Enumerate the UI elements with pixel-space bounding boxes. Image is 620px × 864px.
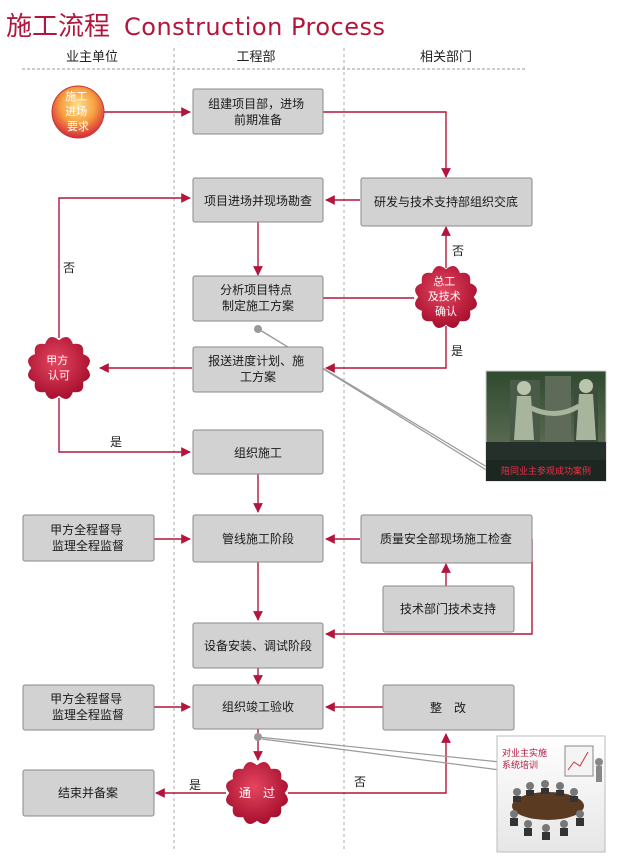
label-yes-pass: 是 <box>189 778 201 792</box>
column-header-engineering: 工程部 <box>236 50 275 65</box>
node-sup1-text: 甲方全程督导 监理全程监督 <box>50 522 126 553</box>
callout-dot-plan <box>254 325 262 333</box>
title-en: Construction Process <box>124 13 385 41</box>
label-yes-client: 是 <box>110 435 122 449</box>
connectors <box>58 107 533 798</box>
figure-left-head-icon <box>517 381 531 395</box>
node-equip-text: 设备安装、调试阶段 <box>204 638 312 653</box>
badge-client <box>28 337 90 399</box>
edge-setup-rnd <box>323 111 451 178</box>
node-rnd-box <box>360 177 533 227</box>
node-organize-text: 组织施工 <box>234 446 282 460</box>
node-submit-box <box>192 346 324 393</box>
node-acceptance-box <box>192 684 324 730</box>
figure-right-head-icon <box>579 379 593 393</box>
node-sup2-box <box>22 684 155 731</box>
edge-chief-submit <box>325 326 447 373</box>
callout-dot-acceptance <box>254 733 262 741</box>
column-header-owner: 业主单位 <box>66 50 118 65</box>
badges <box>28 266 477 824</box>
node-sup1-box <box>22 514 155 562</box>
edge-client-organize <box>58 398 191 457</box>
edge-client-survey <box>58 193 191 338</box>
whiteboard-icon <box>564 745 594 777</box>
edge-pass-rectify <box>288 733 451 794</box>
node-submit-text: 报送进度计划、施 工方案 <box>208 353 308 384</box>
node-plan-box <box>192 275 324 322</box>
badge-pass <box>226 762 288 824</box>
node-setup-text: 组建项目部，进场 前期准备 <box>208 96 308 127</box>
node-survey-text: 项目进场并现场勘查 <box>204 194 312 208</box>
presenter-icon <box>595 758 603 766</box>
node-finish-text: 结束并备案 <box>58 785 118 800</box>
node-rnd-text: 研发与技术支持部组织交底 <box>374 194 518 209</box>
node-start-circle <box>51 85 105 139</box>
flow-boxes <box>22 88 533 817</box>
node-finish-box <box>22 769 155 817</box>
badge-chief <box>415 266 477 328</box>
node-rectify-text: 整 改 <box>430 700 466 715</box>
node-pipeline-text: 管线施工阶段 <box>222 531 294 546</box>
label-yes-chief: 是 <box>451 344 463 358</box>
node-pass-text: 通 过 <box>239 786 275 800</box>
meeting-table-icon <box>512 792 584 820</box>
photo-training: 对业主实施 系统培训 <box>496 735 606 853</box>
node-chief-text: 总工 及技术 确认 <box>428 274 465 318</box>
node-setup-box <box>192 88 324 135</box>
title-cn: 施工流程 <box>6 12 110 42</box>
node-quality-text: 质量安全部现场施工检查 <box>380 531 512 546</box>
edge-quality-equip <box>325 539 533 639</box>
node-client-text: 甲方 认可 <box>46 353 72 382</box>
node-acceptance-text: 组织竣工验收 <box>222 699 294 714</box>
node-start-text: 施工 进场 要求 <box>65 90 91 133</box>
node-plan-text: 分析项目特点 制定施工方案 <box>220 282 296 313</box>
photo-training-caption: 对业主实施 系统培训 <box>502 747 550 771</box>
label-no-chief: 否 <box>452 244 464 258</box>
column-header-related: 相关部门 <box>420 50 472 65</box>
label-no-pass: 否 <box>354 775 366 789</box>
photo-visit-caption: 陪同业主参观成功案例 <box>501 465 591 477</box>
node-equip-box <box>192 622 324 669</box>
node-tech-box <box>382 585 515 633</box>
node-sup2-text: 甲方全程督导 监理全程监督 <box>50 691 126 722</box>
node-tech-text: 技术部门技术支持 <box>400 601 496 616</box>
node-pipeline-box <box>192 514 324 563</box>
node-rectify-box <box>382 684 515 731</box>
node-quality-box <box>360 514 533 564</box>
label-no-client: 否 <box>63 261 75 275</box>
photo-visit-case: 陪同业主参观成功案例 <box>485 370 607 482</box>
node-survey-box <box>192 177 324 223</box>
node-organize-box <box>192 429 324 475</box>
